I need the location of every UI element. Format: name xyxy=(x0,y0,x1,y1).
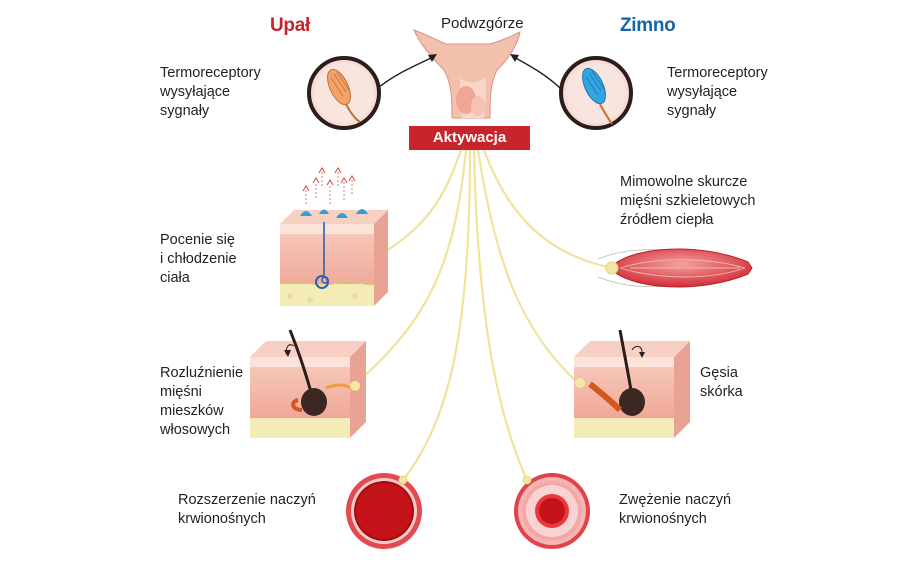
hypothalamus-label: Podwzgórze xyxy=(441,15,524,32)
nerve-to-hair-erect xyxy=(476,149,579,384)
cold-signal-arrow xyxy=(513,56,561,89)
heat-signal-arrow xyxy=(377,56,434,89)
heat-receptor-label: Termoreceptory wysyłające sygnały xyxy=(160,65,261,119)
constricted-vessel-icon xyxy=(514,473,590,549)
sweating-skin-icon xyxy=(279,167,388,306)
cold-receptor-label: Termoreceptory wysyłające sygnały xyxy=(667,65,768,119)
goosebumps-label: Gęsia skórka xyxy=(700,365,743,400)
hypothalamus-icon xyxy=(413,29,521,119)
nerve-to-vessel-constricted xyxy=(472,149,529,481)
nerve-to-hair-relaxed xyxy=(355,149,468,384)
dilation-label: Rozszerzenie naczyń krwionośnych xyxy=(178,492,316,527)
signal-arrows xyxy=(377,54,561,89)
nerve-to-vessel-dilated xyxy=(402,149,472,481)
nerve-pathways xyxy=(325,149,613,481)
sweating-label: Pocenie się i chłodzenie ciała xyxy=(160,232,237,286)
relaxed-hair-follicle-icon xyxy=(250,329,366,438)
nerve-endings xyxy=(398,475,532,485)
cold-thermoreceptor-icon xyxy=(559,56,633,130)
heat-heading: Upał xyxy=(270,15,310,36)
relaxation-label: Rozluźnienie mięśni mieszków włosowych xyxy=(160,365,244,438)
warm-thermoreceptor-icon xyxy=(307,56,381,130)
shivering-label: Mimowolne skurcze mięśni szkieletowych ź… xyxy=(620,174,756,228)
erect-hair-follicle-icon xyxy=(574,329,690,438)
dilated-vessel-icon xyxy=(346,473,422,549)
activation-banner: Aktywacja xyxy=(409,126,530,150)
skeletal-muscle-icon xyxy=(597,248,753,288)
nerve-to-muscle xyxy=(482,149,613,270)
constriction-label: Zwężenie naczyń krwionośnych xyxy=(619,492,732,527)
cold-heading: Zimno xyxy=(620,15,676,36)
